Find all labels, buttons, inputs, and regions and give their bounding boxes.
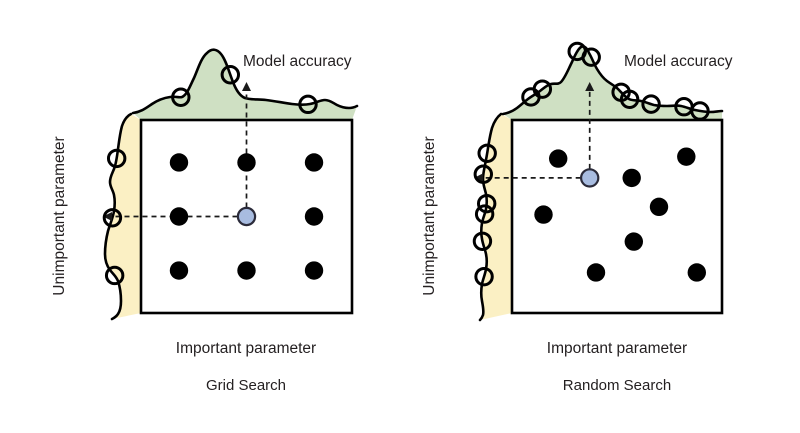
sample-dot [237,153,256,172]
unimportant-sample-marker [106,148,127,169]
accuracy-sample-marker [641,94,661,114]
guide-arrow-left-icon [474,173,483,183]
x-axis-label: Important parameter [176,340,316,357]
sample-dot [649,197,669,217]
unimportant-sample-marker [473,164,494,184]
sample-dot [622,168,641,188]
accuracy-curve-line [131,48,359,115]
accuracy-curve-fill [503,46,722,121]
sample-dot [624,232,643,251]
accuracy-sample-marker [171,87,191,107]
sample-dot [169,153,189,172]
guide-arrow-up-icon [242,82,251,91]
unimportant-sample-marker [104,265,125,286]
sample-dot [237,261,256,280]
sample-dot [687,263,706,282]
guide-arrow-up-icon [585,82,595,91]
accuracy-sample-marker [220,65,241,85]
accuracy-sample-marker [581,47,601,67]
best-sample-dot [236,206,257,227]
sample-dot [677,147,696,166]
accuracy-sample-marker [532,79,553,99]
sample-dot [586,263,606,282]
sample-dot [304,261,324,280]
accuracy-sample-marker [619,89,640,109]
model-accuracy-label: Model accuracy [243,53,352,70]
y-axis-label: Unimportant parameter [421,136,438,295]
panel-caption: Random Search [563,377,671,394]
unimportant-sample-marker [474,204,495,224]
unimportant-sample-marker [472,231,493,251]
accuracy-sample-marker [298,94,318,115]
accuracy-curve-line [501,45,724,116]
guide-arrow-left-icon [103,212,112,221]
accuracy-sample-marker [690,101,710,121]
sample-dot [304,153,324,172]
sample-dot [169,261,189,280]
x-axis-label: Important parameter [547,340,687,357]
y-axis-label: Unimportant parameter [51,136,68,295]
panel-caption: Grid Search [206,377,286,394]
unimportant-sample-marker [477,143,497,163]
model-accuracy-label: Model accuracy [624,53,733,70]
sample-dot [549,149,568,168]
unimportant-sample-marker [476,193,497,214]
sample-dot [534,205,553,224]
unimportant-sample-marker [474,266,494,287]
sample-dot [304,207,324,226]
sample-dot [169,207,189,226]
unimportant-sample-marker [102,208,123,228]
best-sample-dot [580,168,600,188]
